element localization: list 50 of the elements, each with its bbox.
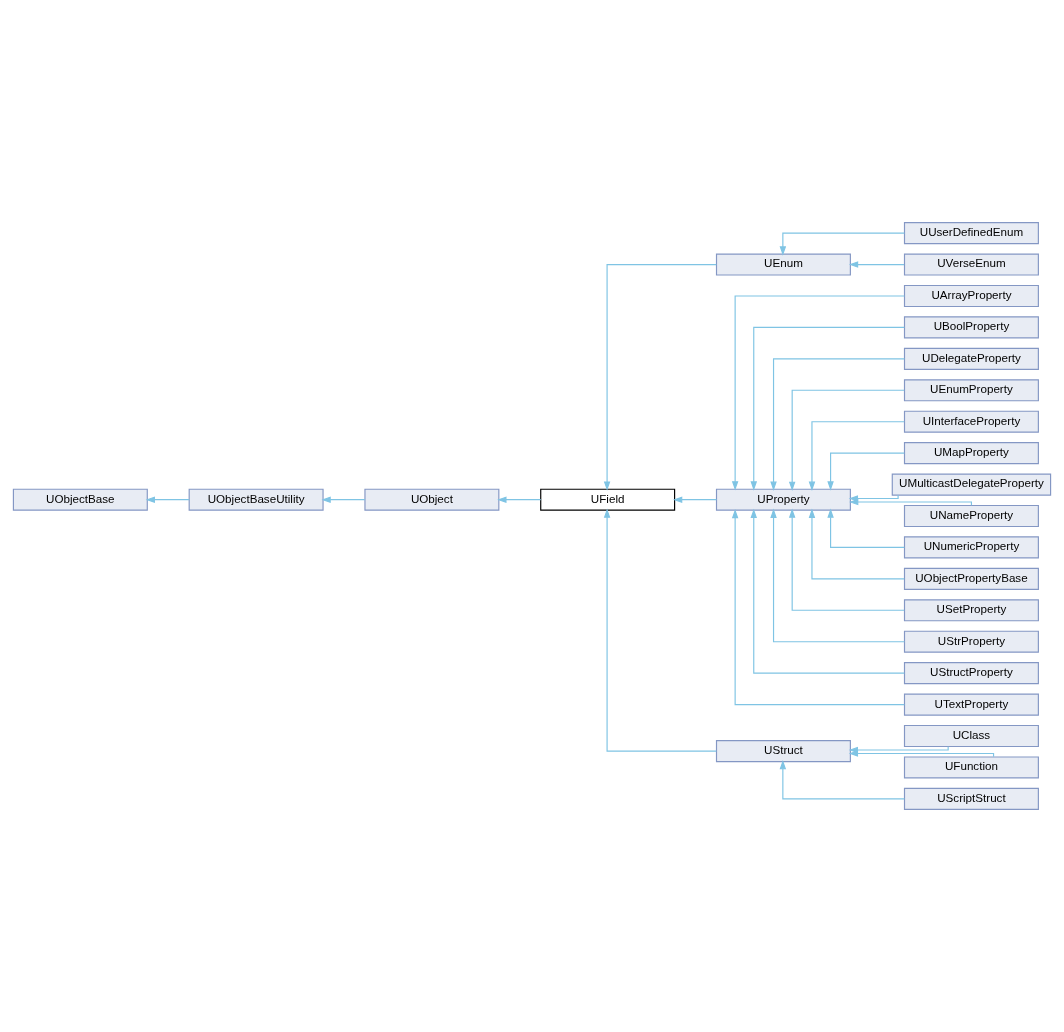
arrow [731,508,905,706]
node-box: UObjectBase [12,488,148,511]
arrow [731,295,905,491]
arrow [848,261,905,268]
node-box: UMulticastDelegateProperty [891,473,1052,496]
arrow [827,452,905,491]
node-box: UClass [903,724,1039,748]
node-box: UProperty [715,488,851,511]
node-box: UObjectBaseUtility [188,488,324,511]
arrow [788,508,905,611]
node-box: UNumericProperty [903,536,1039,559]
arrow [672,496,718,503]
node-box: UNameProperty [903,504,1039,528]
node-box: UUserDefinedEnum [903,222,1039,245]
node-box: UStructProperty [903,662,1039,685]
arrow [750,508,905,674]
arrow [849,498,972,506]
node-box: UStruct [715,740,851,763]
node-box: UBoolProperty [903,316,1039,339]
arrow [788,389,905,491]
node-box: UFunction [903,756,1039,779]
arrow [848,494,899,502]
arrow [603,508,717,752]
arrow [145,496,190,503]
node-box: UMapProperty [903,442,1039,465]
arrow [770,358,906,491]
node-box: UInterfaceProperty [903,410,1039,433]
arrow [779,759,905,800]
arrow [321,496,366,503]
arrow [808,508,905,580]
node-box: UEnum [715,253,851,276]
node-box: UVerseEnum [903,253,1039,276]
arrow [497,496,542,503]
node-box: UTextProperty [903,693,1039,716]
node-box: USetProperty [903,599,1039,622]
arrow [848,750,995,758]
node-box: UScriptStruct [903,787,1039,810]
arrow [603,264,717,491]
arrow [779,232,905,256]
node-box: UObjectPropertyBase [903,567,1039,590]
arrow [770,508,906,643]
node-box: UStrProperty [903,630,1039,653]
arrow [827,508,905,548]
arrow [750,326,905,491]
node-box: UField [540,488,676,511]
arrow [808,421,905,491]
node-box: UObject [364,488,500,511]
node-box: UEnumProperty [903,379,1039,402]
node-box: UArrayProperty [903,284,1039,308]
node-box: UDelegateProperty [903,347,1039,370]
